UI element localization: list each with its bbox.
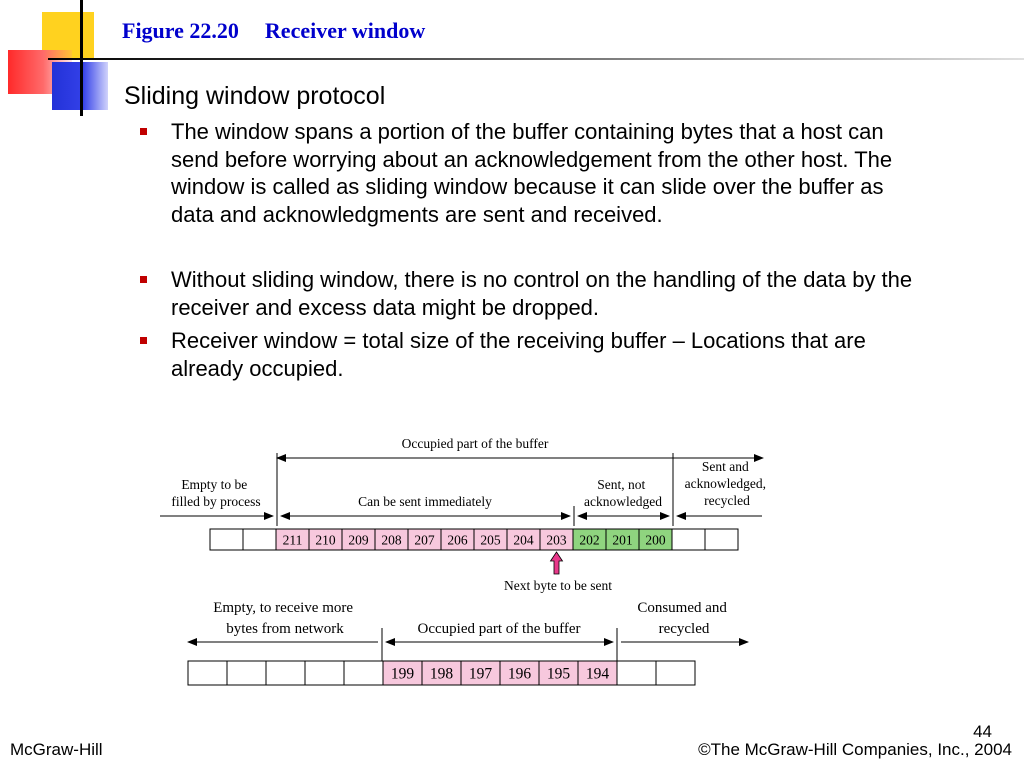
sender-byte-label: 200 [645, 532, 666, 547]
sender-byte-label: 204 [513, 532, 534, 547]
receiver-occupied-label: Occupied part of the buffer [418, 621, 581, 637]
bullet-item: Receiver window = total size of the rece… [138, 327, 928, 382]
receiver-window-diagram: Occupied part of the buffer Empty to be … [160, 436, 770, 686]
next-byte-label: Next byte to be sent [504, 578, 612, 593]
title-underline [48, 58, 1024, 60]
sender-buffer-cell [242, 528, 277, 551]
receiver-buffer: Empty, to receive more bytes from networ… [187, 600, 749, 686]
sender-byte-label: 202 [579, 532, 599, 547]
sent-not-acked-label: Sent, not acknowledged [584, 477, 662, 509]
bullet-item: Without sliding window, there is no cont… [138, 266, 928, 321]
receiver-buffer-cell [655, 660, 696, 686]
receiver-byte-label: 198 [430, 666, 454, 683]
receiver-byte-label: 196 [508, 666, 532, 683]
receiver-buffer-cell [616, 660, 657, 686]
bullet-square-icon [140, 276, 147, 283]
receiver-buffer-cell [460, 660, 501, 686]
sender-cells: 211 210 209 208 207 206 205 204 203 202 201 200 [209, 528, 739, 551]
footer-publisher: McGraw-Hill [10, 740, 103, 759]
page-number: 44 [973, 722, 992, 741]
receiver-byte-label: 194 [586, 666, 610, 683]
receiver-buffer-cell [304, 660, 345, 686]
sender-buffer-cell [209, 528, 244, 551]
slide-heading: Sliding window protocol [124, 82, 386, 110]
sender-buffer-cell [671, 528, 706, 551]
receiver-byte-label: 195 [547, 666, 571, 683]
sender-byte-label: 211 [283, 532, 303, 547]
bullet-square-icon [140, 128, 147, 135]
receiver-byte-label: 197 [469, 666, 493, 683]
bullet-text: The window spans a portion of the buffer… [171, 119, 893, 227]
receiver-cells: 199 198 197 196 195 194 [187, 660, 696, 686]
bullet-item: The window spans a portion of the buffer… [138, 118, 928, 228]
footer-copyright: ©The McGraw-Hill Companies, Inc., 2004 [698, 740, 1012, 759]
bullet-text: Receiver window = total size of the rece… [171, 328, 866, 381]
next-byte-arrow [549, 551, 564, 575]
sender-byte-label: 206 [447, 532, 468, 547]
can-send-label: Can be sent immediately [358, 494, 492, 509]
empty-to-fill-label: Empty to be filled by process [171, 477, 260, 509]
receiver-buffer-cell [343, 660, 384, 686]
receiver-byte-label: 199 [391, 666, 415, 683]
next-byte-pointer-icon [549, 551, 564, 575]
bullet-text: Without sliding window, there is no cont… [171, 267, 913, 320]
sender-byte-label: 201 [612, 532, 632, 547]
figure-number: Figure 22.20 [122, 18, 239, 43]
sender-byte-label: 209 [348, 532, 369, 547]
sender-buffer-cell [704, 528, 739, 551]
receiver-buffer-cell [421, 660, 462, 686]
sent-acked-recycled-label: Sent and acknowledged, recycled [685, 459, 770, 508]
receiver-buffer-cell [265, 660, 306, 686]
receiver-buffer-cell [187, 660, 228, 686]
receiver-empty-label: Empty, to receive more bytes from networ… [213, 600, 357, 637]
receiver-buffer-cell [499, 660, 540, 686]
slide-title: Figure 22.20 Receiver window [122, 18, 425, 44]
sender-byte-label: 208 [381, 532, 402, 547]
sender-buffer: Occupied part of the buffer Empty to be … [160, 436, 770, 593]
bullet-list: The window spans a portion of the buffer… [138, 118, 928, 382]
sender-byte-label: 203 [546, 532, 567, 547]
receiver-buffer-cell [226, 660, 267, 686]
consumed-recycled-label: Consumed and recycled [637, 600, 730, 637]
sender-byte-label: 207 [414, 532, 435, 547]
sender-byte-label: 210 [315, 532, 336, 547]
sender-byte-label: 205 [480, 532, 501, 547]
bullet-square-icon [140, 337, 147, 344]
receiver-buffer-cell [382, 660, 423, 686]
figure-caption: Receiver window [264, 18, 426, 43]
sender-occupied-label: Occupied part of the buffer [402, 436, 549, 451]
